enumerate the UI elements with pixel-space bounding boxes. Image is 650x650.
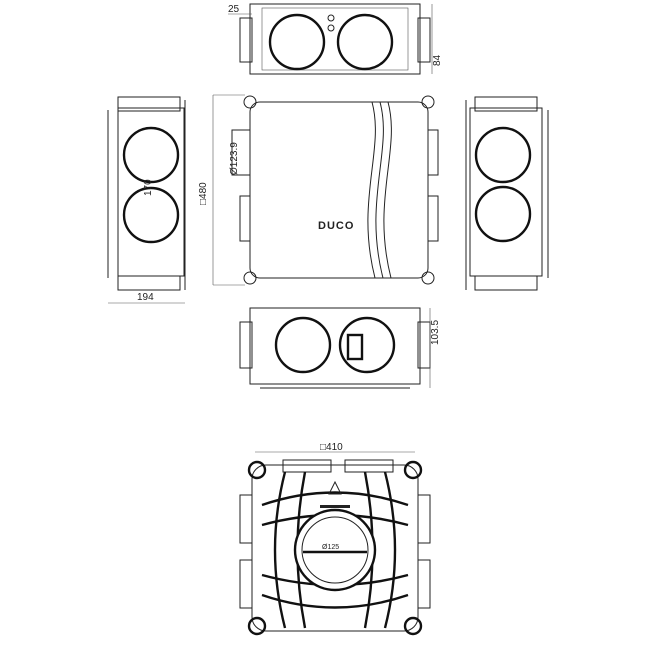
dim-overall-square: □480 [198, 182, 209, 205]
dim-top-height: 84 [432, 54, 443, 66]
dim-duct-spacing: 170 [143, 179, 154, 196]
dim-base-square: □410 [320, 442, 343, 453]
right-view [465, 96, 549, 291]
left-view: 170 194 [107, 96, 186, 304]
base-plan-view: □410 Ø125 [239, 442, 431, 636]
front-view: DUCO □480 Ø123.9 [198, 94, 439, 286]
dim-duct-diameter: Ø123.9 [229, 142, 240, 175]
dim-side-depth: 194 [137, 292, 154, 303]
dim-base-diameter: Ø125 [322, 544, 339, 551]
recycle-icon [328, 480, 342, 495]
duco-logo: DUCO [318, 220, 354, 232]
dim-bottom-height: 103.5 [430, 320, 441, 345]
top-view: 25 84 [228, 3, 443, 75]
dim-top-offset: 25 [228, 4, 240, 15]
bottom-side-view: 103.5 [239, 307, 441, 389]
